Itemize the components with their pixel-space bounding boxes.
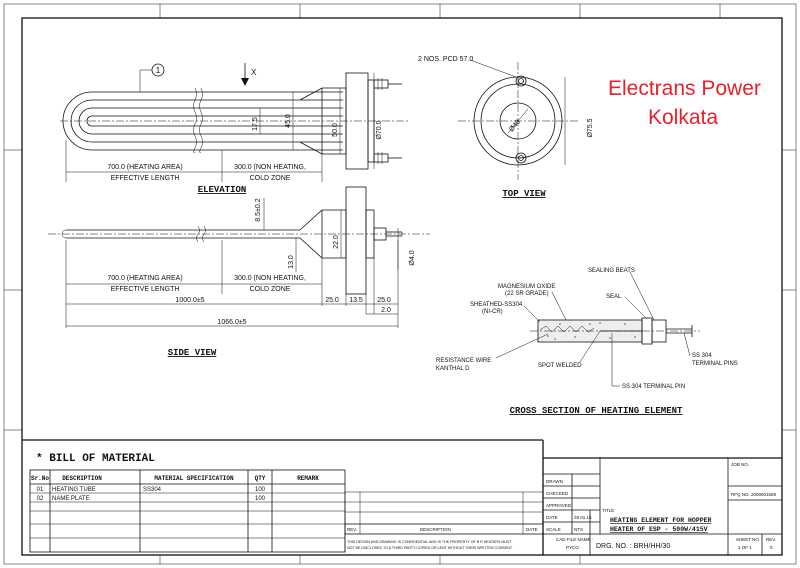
side-dim-4: Ø4.0 — [409, 250, 416, 265]
side-dim-8-5: 8.5±0.2 — [255, 198, 262, 221]
side-dim-1000: 1000.0±5 — [175, 297, 204, 304]
tb-cad-file: CAD FILE NAME : — [556, 537, 593, 542]
tb-rev-value: 0 — [770, 545, 773, 550]
elevation-view: 1 X 17.5 45.0 50.0 Ø70.0 700.0 (HEATING … — [60, 63, 410, 195]
title-block: DRAWN CHECKED APPROVED DATE 29.01.15 SCA… — [344, 440, 782, 555]
xs-magnesium-oxide: MAGNESIUM OXIDE — [498, 284, 555, 290]
side-dim-2: 2.0 — [381, 307, 391, 314]
tb-description: DESCRIPTION — [420, 527, 451, 532]
tb-rev-label: REV. — [766, 537, 776, 542]
top-view: Ø40 Ø75.5 2 NOS. PCD 57.0 TOP VIEW — [418, 56, 594, 199]
bill-of-material: * BILL OF MATERIAL Sr.No DESCRIPTION MAT… — [22, 439, 543, 553]
elev-heating-area: 700.0 (HEATING AREA) — [107, 164, 182, 171]
side-dim-1066: 1066.0±5 — [217, 319, 246, 326]
tb-scale-value: NTS — [574, 527, 583, 532]
tb-title-2: HEATER OF ESP - 500W/415V — [610, 526, 708, 533]
xs-sealing-beats: SEALING BEATS — [588, 268, 635, 274]
xs-sheathed: SHEATHED-SS304 — [470, 302, 523, 308]
bom-heading: * BILL OF MATERIAL — [36, 453, 155, 465]
xs-ni-cr: (NI-CR) — [482, 309, 503, 315]
bom-col-srno: Sr.No — [31, 475, 49, 482]
bom-col-material: MATERIAL SPECIFICATION — [154, 475, 234, 482]
outer-border — [3, 3, 797, 565]
tb-title-1: HEATING ELEMENT FOR HOPPER — [610, 517, 712, 524]
table-row: 02 NAME PLATE 100 — [37, 496, 266, 502]
xs-ss304-terminal: SS 304 TERMINAL PIN — [622, 384, 685, 390]
bom-cell: 100 — [255, 487, 266, 493]
xs-seal: SEAL — [606, 294, 622, 300]
tb-scale: SCALE — [546, 527, 561, 532]
side-effective-length: EFFECTIVE LENGTH — [111, 286, 180, 293]
tb-rev: REV. — [347, 527, 357, 532]
axis-mark: X — [251, 68, 257, 77]
side-view-title: SIDE VIEW — [168, 348, 217, 358]
watermark-line-2: Kolkata — [648, 106, 718, 129]
tb-title-prefix: TITLE — [602, 508, 614, 513]
xs-ss304-pins-1: SS 304 — [692, 353, 712, 359]
bom-col-description: DESCRIPTION — [62, 475, 102, 482]
cross-section-title: CROSS SECTION OF HEATING ELEMENT — [510, 406, 683, 416]
xs-spot-welded: SPOT WELDED — [538, 363, 582, 369]
side-cold-zone: COLD ZONE — [250, 286, 291, 293]
dim-45: 45.0 — [285, 114, 292, 128]
side-dim-25a: 25.0 — [325, 297, 339, 304]
pcd-note: 2 NOS. PCD 57.0 — [418, 56, 473, 63]
side-non-heating: 300.0 (NON HEATING, — [234, 275, 306, 282]
tb-cad-value: PYCO — [566, 545, 579, 550]
tb-approved: APPROVED — [546, 503, 572, 508]
bom-cell: NAME PLATE — [52, 496, 90, 502]
side-dim-13: 13.0 — [288, 255, 295, 269]
elev-effective-length: EFFECTIVE LENGTH — [111, 175, 180, 182]
bom-col-qty: QTY — [255, 475, 266, 482]
dim-17-5: 17.5 — [252, 117, 259, 131]
bom-cell: SS304 — [143, 487, 162, 493]
tb-confidential-2: NOT BE DISCLOSED TO A THIRD PARTY COPIED… — [347, 546, 513, 550]
side-view: 8.5±0.2 13.0 22.0 Ø4.0 700.0 (HEATING AR… — [48, 186, 430, 358]
dim-50: 50.0 — [332, 123, 339, 137]
watermark-line-1: Electrans Power — [608, 77, 761, 100]
bom-cell: 100 — [255, 496, 266, 502]
tb-date: DATE — [546, 515, 558, 520]
tb-drg-no: DRG. NO. : BRH/HH/30 — [596, 543, 670, 550]
side-heating-area: 700.0 (HEATING AREA) — [107, 275, 182, 282]
side-dim-25b: 25.0 — [377, 297, 391, 304]
border-ticks — [4, 4, 796, 564]
side-dim-22: 22.0 — [333, 235, 340, 249]
side-dim-13-5: 13.5 — [349, 297, 363, 304]
tb-confidential-1: THIS DESIGN AND DRAWING IS CONFIDENTIAL … — [347, 540, 512, 544]
tb-checked: CHECKED — [546, 491, 569, 496]
top-view-title: TOP VIEW — [502, 189, 546, 199]
xs-kanthal: KANTHAL D — [436, 366, 470, 372]
table-row: 01 HEATING TUBE SS304 100 — [37, 487, 266, 493]
tb-rfq-no: RFQ NO. 2000001669 — [731, 492, 777, 497]
xs-ss304-pins-2: TERMINAL PINS — [692, 361, 738, 367]
tb-date-col: DATE — [526, 527, 538, 532]
tb-date-value: 29.01.15 — [574, 515, 592, 520]
elevation-title: ELEVATION — [198, 185, 247, 195]
bom-cell: 01 — [37, 487, 44, 493]
bom-col-remark: REMARK — [297, 475, 319, 482]
tb-job-no: JOB NO. — [731, 462, 749, 467]
top-dim-75-5: Ø75.5 — [587, 118, 594, 137]
tb-sheet-no: SHEET NO. — [736, 537, 760, 542]
elev-non-heating: 300.0 (NON HEATING, — [234, 164, 306, 171]
elev-cold-zone: COLD ZONE — [250, 175, 291, 182]
inner-border — [21, 17, 783, 556]
bom-cell: 02 — [37, 496, 44, 502]
xs-resistance-wire: RESISTANCE WIRE — [436, 358, 491, 364]
xs-grade: (22 SR GRADE) — [505, 291, 549, 297]
tb-sheet-value: 1 OF 1 — [738, 545, 752, 550]
callout-number: 1 — [156, 66, 161, 75]
dim-70: Ø70.0 — [376, 120, 383, 139]
cross-section-view: SEALING BEATS MAGNESIUM OXIDE (22 SR GRA… — [436, 268, 738, 416]
tb-drawn: DRAWN — [546, 479, 563, 484]
bom-cell: HEATING TUBE — [52, 487, 96, 493]
